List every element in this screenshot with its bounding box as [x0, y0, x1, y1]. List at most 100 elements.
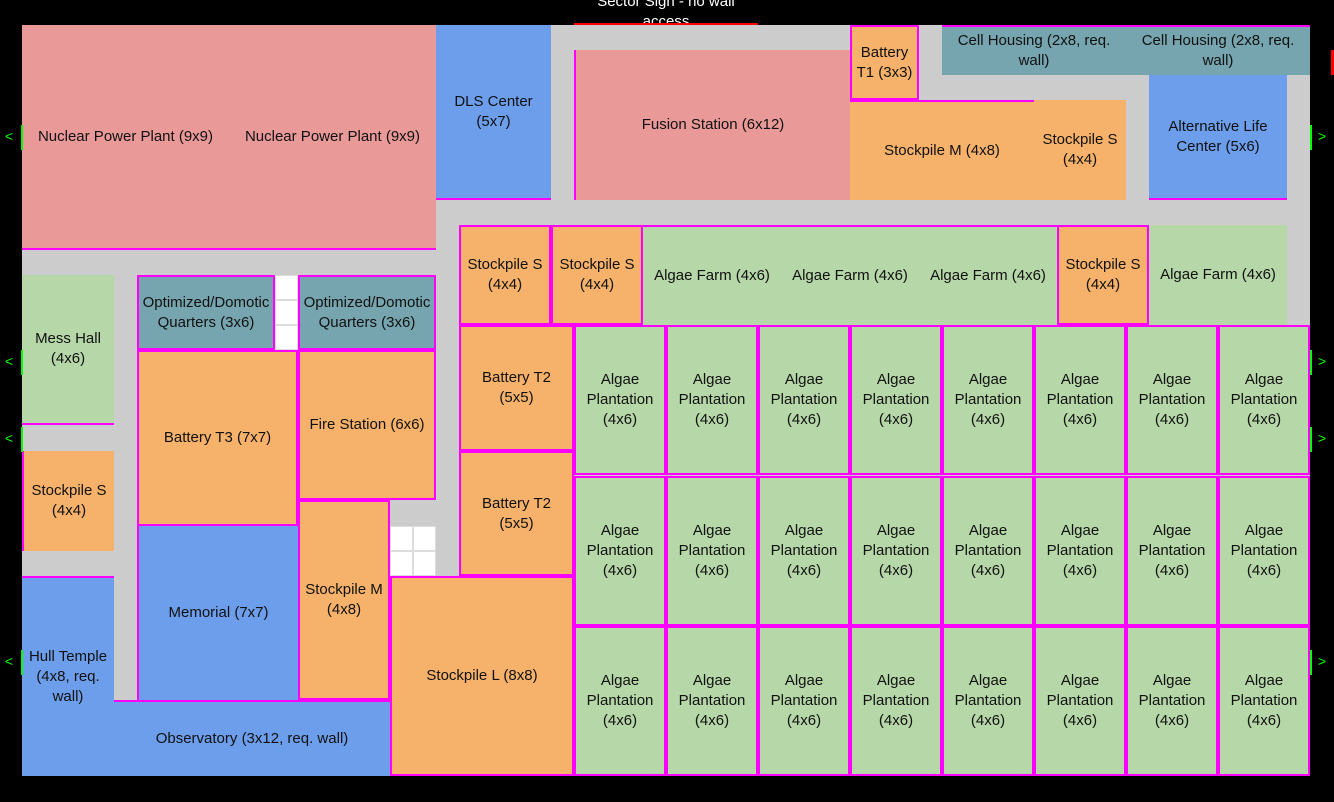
room-observatory-3x12-req-wall[interactable]: Observatory (3x12, req. wall) [114, 700, 390, 776]
room-label: Algae Plantation (4x6) [678, 371, 746, 428]
room-algae-plantation[interactable]: Algae Plantation (4x6) [758, 626, 850, 776]
room-nuclear-power-plant-9x9[interactable]: Nuclear Power Plant (9x9) [229, 25, 436, 250]
room-algae-farm-4x6[interactable]: Algae Farm (4x6) [781, 225, 919, 325]
room-label: Algae Plantation (4x6) [954, 371, 1022, 428]
room-stockpile-s-4x4[interactable]: Stockpile S (4x4) [22, 451, 114, 551]
room-stockpile-m-4x8[interactable]: Stockpile M (4x8) [850, 100, 1034, 200]
room-optimized-domotic-quarters-3x6[interactable]: Optimized/Domotic Quarters (3x6) [137, 275, 275, 350]
room-battery-t2-5x5[interactable]: Battery T2 (5x5) [459, 325, 574, 451]
room-algae-plantation[interactable]: Algae Plantation (4x6) [758, 325, 850, 475]
room-nuclear-power-plant-9x9[interactable]: Nuclear Power Plant (9x9) [22, 25, 229, 250]
room-battery-t2-5x5[interactable]: Battery T2 (5x5) [459, 451, 574, 576]
room-algae-farm-4x6[interactable]: Algae Farm (4x6) [643, 225, 781, 325]
room-label: Algae Plantation (4x6) [678, 522, 746, 579]
room-alternative-life-center-5x6[interactable]: Alternative Life Center (5x6) [1149, 75, 1287, 200]
room-label: Algae Plantation (4x6) [1138, 522, 1206, 579]
room-label: Mess Hall (4x6) [35, 330, 101, 367]
room-label: Algae Plantation (4x6) [1138, 371, 1206, 428]
room-algae-plantation[interactable]: Algae Plantation (4x6) [1218, 476, 1310, 626]
room-algae-plantation[interactable]: Algae Plantation (4x6) [1126, 626, 1218, 776]
exit-left-marker [21, 427, 23, 452]
room-battery-t1-3x3[interactable]: Battery T1 (3x3) [850, 25, 919, 100]
exit-left-marker [21, 350, 23, 375]
room-stockpile-m-4x8[interactable]: Stockpile M (4x8) [298, 500, 390, 700]
room-algae-plantation[interactable]: Algae Plantation (4x6) [942, 626, 1034, 776]
room-label: Fire Station (6x6) [309, 416, 425, 433]
room-algae-plantation[interactable]: Algae Plantation (4x6) [1218, 626, 1310, 776]
room-stockpile-s-4x4[interactable]: Stockpile S (4x4) [459, 225, 551, 325]
empty-tile[interactable] [413, 526, 436, 551]
room-label: Nuclear Power Plant (9x9) [244, 127, 421, 145]
exit-left-marker [21, 650, 23, 675]
room-stockpile-l-8x8[interactable]: Stockpile L (8x8) [390, 576, 574, 776]
room-label: Stockpile S (4x4) [559, 256, 635, 293]
empty-tile[interactable] [275, 275, 298, 300]
room-label: Algae Plantation (4x6) [1046, 672, 1114, 729]
empty-tile[interactable] [390, 526, 413, 551]
room-fusion-station-6x12[interactable]: Fusion Station (6x12) [574, 50, 850, 200]
room-algae-farm-4x6[interactable]: Algae Farm (4x6) [1149, 225, 1287, 325]
room-label: Stockpile S (4x4) [31, 482, 107, 519]
room-algae-plantation[interactable]: Algae Plantation (4x6) [1126, 325, 1218, 475]
room-label: Algae Plantation (4x6) [1046, 371, 1114, 428]
empty-tile[interactable] [390, 551, 413, 576]
room-algae-plantation[interactable]: Algae Plantation (4x6) [758, 476, 850, 626]
exit-right-marker [1310, 125, 1312, 150]
room-algae-plantation[interactable]: Algae Plantation (4x6) [574, 476, 666, 626]
room-label: Stockpile L (8x8) [426, 667, 538, 684]
room-algae-plantation[interactable]: Algae Plantation (4x6) [666, 325, 758, 475]
room-algae-plantation[interactable]: Algae Plantation (4x6) [1034, 476, 1126, 626]
empty-tile[interactable] [275, 300, 298, 325]
room-fire-station-6x6[interactable]: Fire Station (6x6) [298, 350, 436, 500]
room-hull-temple-4x8-req-wall[interactable]: Hull Temple (4x8, req. wall) [22, 576, 114, 776]
room-algae-plantation[interactable]: Algae Plantation (4x6) [850, 476, 942, 626]
exit-right-arrow-icon[interactable]: > [1317, 128, 1327, 144]
empty-tile[interactable] [275, 325, 298, 350]
exit-right-marker [1310, 427, 1312, 452]
room-algae-plantation[interactable]: Algae Plantation (4x6) [942, 476, 1034, 626]
exit-left-arrow-icon[interactable]: < [4, 353, 14, 369]
exit-left-arrow-icon[interactable]: < [4, 653, 14, 669]
room-label: Alternative Life Center (5x6) [1168, 117, 1268, 155]
room-label: Fusion Station (6x12) [641, 116, 785, 133]
room-algae-plantation[interactable]: Algae Plantation (4x6) [1034, 325, 1126, 475]
exit-left-arrow-icon[interactable]: < [4, 430, 14, 446]
room-label: Algae Plantation (4x6) [586, 672, 654, 729]
room-algae-plantation[interactable]: Algae Plantation (4x6) [1034, 626, 1126, 776]
room-mess-hall-4x6[interactable]: Mess Hall (4x6) [22, 275, 114, 425]
room-label: Hull Temple (4x8, req. wall) [28, 648, 108, 705]
room-algae-plantation[interactable]: Algae Plantation (4x6) [850, 325, 942, 475]
room-algae-plantation[interactable]: Algae Plantation (4x6) [574, 626, 666, 776]
room-cell-housing-2x8-req-wall[interactable]: Cell Housing (2x8, req. wall) [1126, 25, 1310, 75]
room-stockpile-s-4x4[interactable]: Stockpile S (4x4) [1057, 225, 1149, 325]
exit-left-arrow-icon[interactable]: < [4, 128, 14, 144]
room-label: Memorial (7x7) [168, 604, 269, 621]
room-algae-farm-4x6[interactable]: Algae Farm (4x6) [919, 225, 1057, 325]
room-algae-plantation[interactable]: Algae Plantation (4x6) [1126, 476, 1218, 626]
exit-right-arrow-icon[interactable]: > [1317, 653, 1327, 669]
room-algae-plantation[interactable]: Algae Plantation (4x6) [1218, 325, 1310, 475]
empty-tile[interactable] [413, 551, 436, 576]
room-memorial-7x7[interactable]: Memorial (7x7) [137, 526, 298, 700]
room-label: Algae Farm (4x6) [654, 267, 770, 284]
room-label: Algae Plantation (4x6) [1230, 672, 1298, 729]
room-battery-t3-7x7[interactable]: Battery T3 (7x7) [137, 350, 298, 526]
room-algae-plantation[interactable]: Algae Plantation (4x6) [574, 325, 666, 475]
exit-right-arrow-icon[interactable]: > [1317, 353, 1327, 369]
room-label: Cell Housing (2x8, req. wall) [957, 32, 1111, 69]
exit-right-arrow-icon[interactable]: > [1317, 430, 1327, 446]
exit-right-marker [1310, 350, 1312, 375]
room-algae-plantation[interactable]: Algae Plantation (4x6) [850, 626, 942, 776]
room-label: Cell Housing (2x8, req. wall) [1141, 32, 1295, 69]
room-dls-center-5x7[interactable]: DLS Center (5x7) [436, 25, 551, 200]
room-label: Algae Plantation (4x6) [678, 672, 746, 729]
room-algae-plantation[interactable]: Algae Plantation (4x6) [666, 476, 758, 626]
room-algae-plantation[interactable]: Algae Plantation (4x6) [666, 626, 758, 776]
room-algae-plantation[interactable]: Algae Plantation (4x6) [942, 325, 1034, 475]
room-stockpile-s-4x4[interactable]: Stockpile S (4x4) [551, 225, 643, 325]
room-cell-housing-2x8-req-wall[interactable]: Cell Housing (2x8, req. wall) [942, 25, 1126, 75]
room-stockpile-s-4x4[interactable]: Stockpile S (4x4) [1034, 100, 1126, 200]
room-label: Algae Plantation (4x6) [586, 371, 654, 428]
room-optimized-domotic-quarters-3x6[interactable]: Optimized/Domotic Quarters (3x6) [298, 275, 436, 350]
room-label: Algae Plantation (4x6) [1138, 672, 1206, 729]
